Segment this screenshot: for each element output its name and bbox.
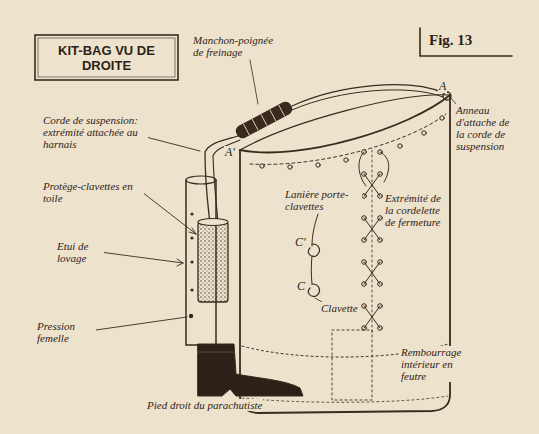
- part-label: Anneau d'attache de la corde de suspensi…: [455, 104, 517, 152]
- part-label: Extrémité de la cordelette de fermeture: [384, 192, 448, 228]
- part-label: Etui de lovage: [56, 240, 104, 264]
- point-letter: A: [438, 80, 447, 93]
- part-label: Pression femelle: [36, 320, 96, 344]
- part-label: Clavette: [320, 302, 359, 314]
- diagram-title: KIT-BAG VU DE DROITE: [57, 43, 157, 73]
- title-box: KIT-BAG VU DE DROITE: [35, 35, 178, 80]
- part-letter: C: [296, 280, 306, 293]
- part-label: Rembourrage intérieur en feutre: [400, 346, 472, 382]
- part-letter: C': [294, 236, 307, 249]
- point-letter: A': [224, 146, 236, 159]
- part-label: Corde de suspension: extrémité attachée …: [42, 114, 148, 150]
- part-label: Manchon-poignée de freinage: [192, 34, 286, 58]
- part-label: Lanière porte-clavettes: [284, 188, 362, 212]
- figure-number: Fig. 13: [428, 32, 473, 49]
- part-label: Protège-clavettes en toile: [42, 180, 144, 204]
- part-label: Pied droit du parachutiste: [146, 399, 263, 411]
